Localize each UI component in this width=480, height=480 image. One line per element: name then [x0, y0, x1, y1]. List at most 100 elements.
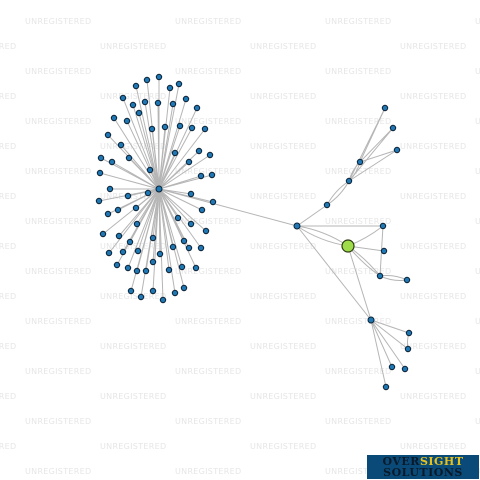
graph-node[interactable] — [201, 125, 209, 133]
graph-node[interactable] — [149, 287, 157, 295]
graph-edge — [158, 150, 200, 190]
watermark-text: UNREGISTERED — [0, 442, 16, 451]
graph-node[interactable] — [155, 73, 163, 81]
graph-node[interactable] — [182, 95, 190, 103]
graph-node[interactable] — [119, 248, 127, 256]
graph-node[interactable] — [382, 383, 390, 391]
graph-node[interactable] — [323, 201, 331, 209]
graph-node[interactable] — [132, 82, 140, 90]
graph-node[interactable] — [376, 272, 384, 280]
graph-node[interactable] — [106, 185, 114, 193]
hub-node[interactable] — [367, 316, 375, 324]
graph-node[interactable] — [126, 238, 134, 246]
graph-node[interactable] — [134, 247, 142, 255]
graph-node[interactable] — [202, 227, 210, 235]
graph-node[interactable] — [169, 243, 177, 251]
graph-node[interactable] — [381, 104, 389, 112]
graph-node[interactable] — [144, 189, 152, 197]
graph-node[interactable] — [209, 198, 217, 206]
graph-node[interactable] — [149, 258, 157, 266]
graph-node[interactable] — [133, 220, 141, 228]
graph-node[interactable] — [208, 171, 216, 179]
graph-node[interactable] — [174, 214, 182, 222]
graph-node[interactable] — [108, 158, 116, 166]
graph-node[interactable] — [161, 123, 169, 131]
graph-node[interactable] — [143, 76, 151, 84]
graph-node[interactable] — [380, 247, 388, 255]
graph-node[interactable] — [124, 192, 132, 200]
focus-node[interactable] — [341, 239, 355, 253]
graph-node[interactable] — [148, 125, 156, 133]
graph-node[interactable] — [114, 206, 122, 214]
graph-node[interactable] — [154, 99, 162, 107]
graph-node[interactable] — [159, 296, 167, 304]
graph-node[interactable] — [379, 222, 387, 230]
graph-node[interactable] — [187, 190, 195, 198]
graph-node[interactable] — [388, 363, 396, 371]
graph-node[interactable] — [133, 267, 141, 275]
graph-node[interactable] — [135, 109, 143, 117]
graph-node[interactable] — [198, 206, 206, 214]
graph-node[interactable] — [110, 114, 118, 122]
graph-node[interactable] — [97, 154, 105, 162]
graph-node[interactable] — [192, 264, 200, 272]
graph-node[interactable] — [171, 289, 179, 297]
graph-edge — [152, 188, 160, 292]
graph-node[interactable] — [345, 177, 353, 185]
graph-node[interactable] — [146, 166, 154, 174]
graph-node[interactable] — [166, 84, 174, 92]
graph-node[interactable] — [185, 244, 193, 252]
graph-node[interactable] — [165, 266, 173, 274]
graph-node[interactable] — [156, 250, 164, 258]
graph-node[interactable] — [171, 149, 179, 157]
watermark-text: UNREGISTERED — [100, 342, 166, 351]
graph-node[interactable] — [193, 104, 201, 112]
graph-edge — [144, 101, 160, 190]
graph-node[interactable] — [401, 365, 409, 373]
graph-node[interactable] — [127, 287, 135, 295]
graph-node[interactable] — [175, 80, 183, 88]
graph-node[interactable] — [104, 210, 112, 218]
graph-node[interactable] — [197, 172, 205, 180]
graph-node[interactable] — [142, 267, 150, 275]
graph-node[interactable] — [96, 169, 104, 177]
graph-edge — [158, 188, 203, 211]
graph-node[interactable] — [119, 94, 127, 102]
graph-node[interactable] — [123, 117, 131, 125]
graph-node[interactable] — [405, 329, 413, 337]
graph-node[interactable] — [389, 124, 397, 132]
watermark-text: UNREGISTERED — [475, 17, 480, 26]
graph-node[interactable] — [187, 220, 195, 228]
graph-node[interactable] — [132, 204, 140, 212]
graph-node[interactable] — [180, 284, 188, 292]
graph-node[interactable] — [125, 154, 133, 162]
graph-edge — [127, 188, 160, 197]
graph-node[interactable] — [180, 237, 188, 245]
graph-node[interactable] — [117, 141, 125, 149]
graph-node[interactable] — [178, 263, 186, 271]
graph-node[interactable] — [105, 249, 113, 257]
graph-node[interactable] — [176, 122, 184, 130]
graph-node[interactable] — [197, 244, 205, 252]
graph-node[interactable] — [95, 197, 103, 205]
bridge-node[interactable] — [293, 222, 301, 230]
graph-node[interactable] — [113, 261, 121, 269]
hub-node[interactable] — [155, 185, 163, 193]
graph-node[interactable] — [169, 100, 177, 108]
graph-node[interactable] — [124, 264, 132, 272]
graph-node[interactable] — [115, 232, 123, 240]
graph-node[interactable] — [137, 293, 145, 301]
graph-node[interactable] — [129, 101, 137, 109]
graph-node[interactable] — [188, 124, 196, 132]
graph-node[interactable] — [99, 230, 107, 238]
graph-node[interactable] — [356, 158, 364, 166]
graph-node[interactable] — [403, 276, 411, 284]
graph-node[interactable] — [195, 147, 203, 155]
graph-node[interactable] — [404, 345, 412, 353]
graph-node[interactable] — [393, 146, 401, 154]
graph-node[interactable] — [141, 98, 149, 106]
graph-node[interactable] — [104, 131, 112, 139]
graph-node[interactable] — [149, 234, 157, 242]
graph-node[interactable] — [206, 151, 214, 159]
graph-node[interactable] — [185, 158, 193, 166]
